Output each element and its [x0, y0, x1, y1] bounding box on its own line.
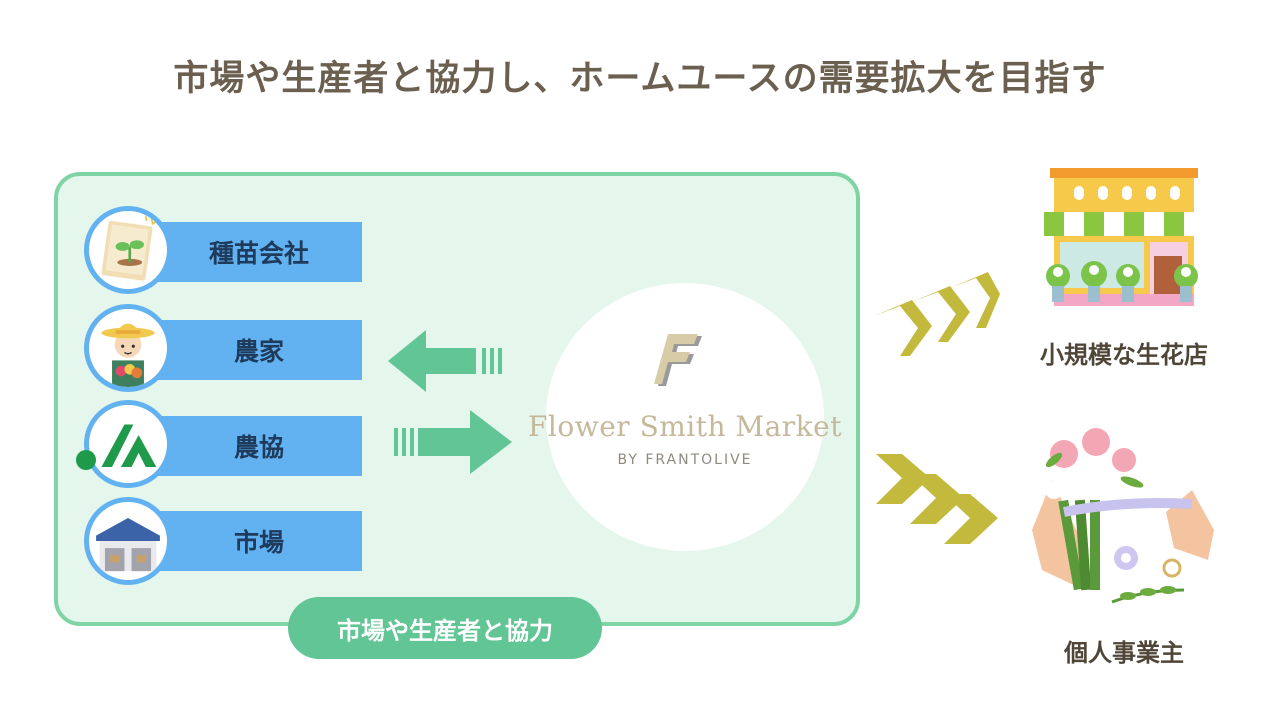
partner-label-seed-company: 種苗会社 [148, 222, 362, 282]
chevron-up-right-icon [874, 272, 1000, 356]
seed-packet-icon [84, 206, 172, 294]
right-arrow-icon [394, 410, 512, 474]
ja-logo-icon [84, 400, 172, 488]
destination-label-individual: 個人事業主 [1064, 639, 1184, 667]
partner-label-market: 市場 [148, 511, 362, 571]
warehouse-icon [84, 497, 172, 585]
ja-logo-dot [76, 450, 96, 470]
bouquet-hands-icon [1032, 428, 1214, 604]
brand-logo-mark [654, 334, 702, 386]
brand-subtitle: BY FRANTOLIVE [617, 452, 753, 468]
partner-label-farmer: 農家 [148, 320, 362, 380]
page-title: 市場や生産者と協力し、ホームユースの需要拡大を目指す [173, 59, 1107, 99]
brand-circle [546, 283, 824, 551]
panel-label-pill: 市場や生産者と協力 [288, 597, 602, 659]
left-arrow-icon [388, 330, 502, 392]
farmer-icon [84, 304, 172, 392]
flower-shop-icon [1044, 168, 1204, 306]
partner-label-ja: 農協 [148, 416, 362, 476]
brand-name: Flower Smith Market [528, 410, 842, 443]
chevron-down-right-icon [876, 454, 998, 544]
destination-label-shop: 小規模な生花店 [1040, 341, 1208, 369]
